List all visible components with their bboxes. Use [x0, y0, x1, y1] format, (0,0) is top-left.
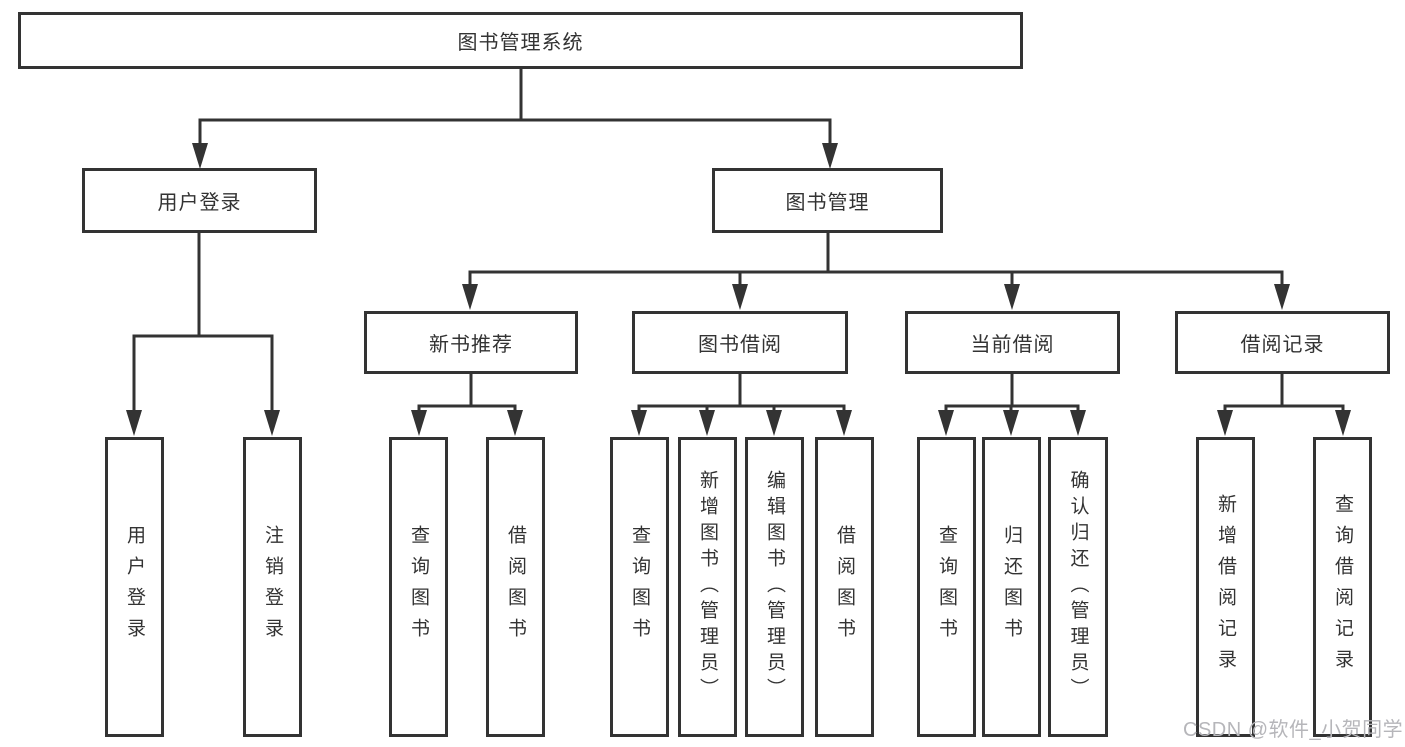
- leaf-return-books: 归还图书: [982, 437, 1041, 737]
- node-book-management: 图书管理: [712, 168, 943, 233]
- node-book-management-label: 图书管理: [785, 192, 870, 214]
- leaf-logout-label: 注销登录: [262, 525, 283, 649]
- leaf-query-borrow-record-label: 查询借阅记录: [1332, 494, 1353, 680]
- node-borrowing-records: 借阅记录: [1175, 311, 1390, 374]
- node-root-label: 图书管理系统: [457, 32, 584, 54]
- leaf-return-books-label: 归还图书: [1001, 525, 1022, 649]
- leaf-logout: 注销登录: [243, 437, 302, 737]
- node-current-borrowing-label: 当前借阅: [970, 334, 1055, 356]
- leaf-edit-book-admin-label: 编辑图书（管理员）: [764, 470, 785, 704]
- leaf-query-books-borrowing: 查询图书: [610, 437, 669, 737]
- node-book-borrowing: 图书借阅: [632, 311, 848, 374]
- leaf-user-login: 用户登录: [105, 437, 164, 737]
- node-borrowing-records-label: 借阅记录: [1240, 334, 1325, 356]
- leaf-borrow-books-recommend-label: 借阅图书: [505, 525, 526, 649]
- leaf-confirm-return-admin-label: 确认归还（管理员）: [1067, 470, 1089, 704]
- leaf-add-book-admin: 新增图书（管理员）: [678, 437, 737, 737]
- leaf-edit-book-admin: 编辑图书（管理员）: [745, 437, 804, 737]
- leaf-confirm-return-admin: 确认归还（管理员）: [1048, 437, 1108, 737]
- leaf-query-books-current: 查询图书: [917, 437, 976, 737]
- node-root: 图书管理系统: [18, 12, 1023, 69]
- leaf-add-borrow-record: 新增借阅记录: [1196, 437, 1255, 737]
- node-user-login-label: 用户登录: [157, 192, 242, 214]
- leaf-query-books-current-label: 查询图书: [936, 525, 957, 649]
- leaf-query-books-recommend-label: 查询图书: [408, 525, 429, 649]
- watermark-text: CSDN @软件_小贺同学: [1183, 719, 1404, 741]
- leaf-user-login-label: 用户登录: [124, 525, 145, 649]
- leaf-query-borrow-record: 查询借阅记录: [1313, 437, 1372, 737]
- node-current-borrowing: 当前借阅: [905, 311, 1120, 374]
- leaf-query-books-borrowing-label: 查询图书: [629, 525, 650, 649]
- node-book-borrowing-label: 图书借阅: [698, 334, 782, 356]
- node-user-login: 用户登录: [82, 168, 317, 233]
- leaf-borrow-books-recommend: 借阅图书: [486, 437, 545, 737]
- leaf-borrow-books-label: 借阅图书: [834, 525, 855, 649]
- leaf-add-book-admin-label: 新增图书（管理员）: [697, 470, 718, 704]
- node-new-book-recommendation: 新书推荐: [364, 311, 578, 374]
- leaf-add-borrow-record-label: 新增借阅记录: [1215, 494, 1236, 680]
- node-new-book-recommendation-label: 新书推荐: [429, 334, 513, 356]
- leaf-query-books-recommend: 查询图书: [389, 437, 448, 737]
- leaf-borrow-books: 借阅图书: [815, 437, 874, 737]
